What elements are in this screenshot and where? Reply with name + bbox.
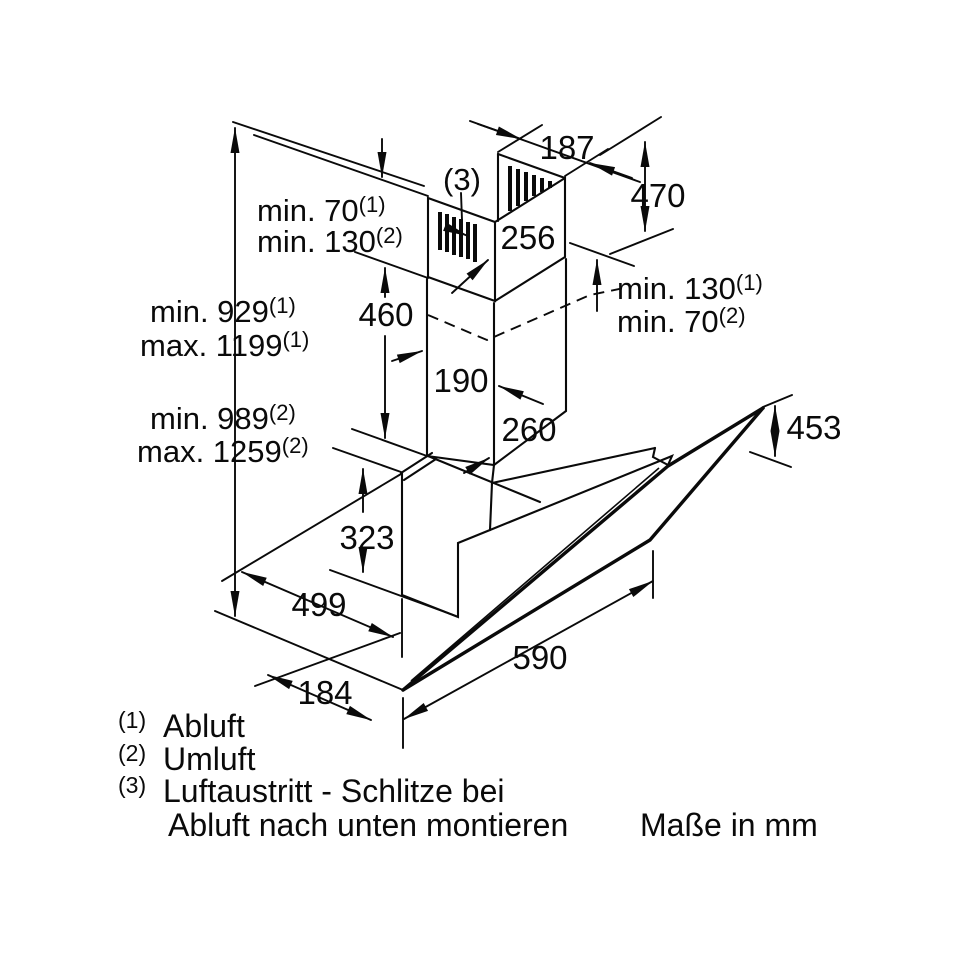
legend-text-umluft: Umluft: [163, 741, 256, 777]
label-323: 323: [339, 519, 394, 556]
label-187: 187: [539, 129, 594, 166]
dim-453-ext-top: [762, 394, 793, 408]
label-460: 460: [358, 296, 413, 333]
slot-marker-leader: [460, 192, 463, 221]
dim-323-ext-bottom: [329, 569, 457, 617]
channel-left-wall: [488, 481, 494, 532]
top-rear-rim-inner: [402, 457, 438, 482]
label-ceiling-clearance-2: min. 130(2): [257, 223, 403, 259]
hood-top-extension-line: [351, 428, 428, 457]
slot-marker-arrow: [443, 222, 469, 237]
channel-upper-edge: [490, 446, 657, 485]
top-slope-left-edge: [426, 454, 542, 504]
label-ceiling-clearance-1: min. 70(1): [257, 192, 386, 228]
chimney-back-top-edge: [496, 152, 567, 180]
dimension-labels: 187 470 256 460 190 260 453 323 499 590 …: [137, 129, 842, 711]
dim-187-arrow-left: [477, 123, 522, 140]
dim-190-arrow: [391, 350, 423, 364]
chimney-base-arrow: [463, 457, 490, 475]
label-590: 590: [512, 639, 567, 676]
legend-text-abluft: Abluft: [163, 708, 245, 744]
legend-text-luftaustritt: Luftaustritt - Schlitze bei: [163, 773, 504, 809]
hood-body: [399, 406, 765, 692]
label-499: 499: [291, 586, 346, 623]
legend-marker-1: (1): [118, 707, 146, 733]
channel-right-step: [651, 446, 670, 467]
label-260: 260: [501, 411, 556, 448]
legend: (1) Abluft (2) Umluft (3) Luftaustritt -…: [118, 707, 818, 843]
telescope-overlap-dashed-line: [427, 287, 625, 342]
label-right-clearance-1: min. 130(1): [617, 270, 763, 306]
dim-453-ext-bottom: [749, 451, 792, 468]
label-right-clearance-2: min. 70(2): [617, 303, 746, 339]
dim-187-arrow-right: [589, 162, 633, 179]
label-height-recirc-min: min. 989(2): [150, 400, 296, 436]
channel-lower-edge: [488, 454, 675, 532]
dim-256-arrow: [451, 259, 489, 294]
housing-left-side: [400, 471, 492, 619]
label-453: 453: [786, 409, 841, 446]
label-height-exhaust-min: min. 929(1): [150, 293, 296, 329]
label-256: 256: [500, 219, 555, 256]
dim-470-ext-top: [599, 116, 662, 156]
joint-extension-line: [354, 251, 429, 279]
chimney-upper-right-face: [493, 176, 567, 303]
chimney-top-extension-line: [253, 134, 429, 197]
right-clearance-extension: [569, 242, 635, 267]
ceiling-reference-line: [232, 121, 425, 187]
upper-depth-reference: [221, 473, 402, 582]
label-190: 190: [433, 362, 488, 399]
legend-text-luftaustritt-line2: Abluft nach unten montieren: [168, 807, 568, 843]
label-height-recirc-max: max. 1259(2): [137, 433, 309, 469]
dim-323-ext-top: [332, 447, 402, 473]
dim-184-line: [267, 674, 372, 721]
dim-499-line: [241, 571, 394, 638]
vent-slots-right: [508, 166, 552, 211]
legend-marker-3: (3): [118, 772, 146, 798]
label-184: 184: [297, 674, 352, 711]
dim-260-arrow: [498, 385, 544, 405]
dim-590-line: [403, 580, 654, 720]
dim-470-ext-bottom: [609, 228, 674, 255]
label-slot-marker: (3): [443, 162, 481, 197]
vent-slots-left: [438, 212, 477, 262]
label-470: 470: [630, 177, 685, 214]
dimension-lines: [214, 116, 793, 749]
units-note: Maße in mm: [640, 807, 818, 843]
legend-marker-2: (2): [118, 740, 146, 766]
label-height-exhaust-max: max. 1199(1): [140, 327, 309, 363]
